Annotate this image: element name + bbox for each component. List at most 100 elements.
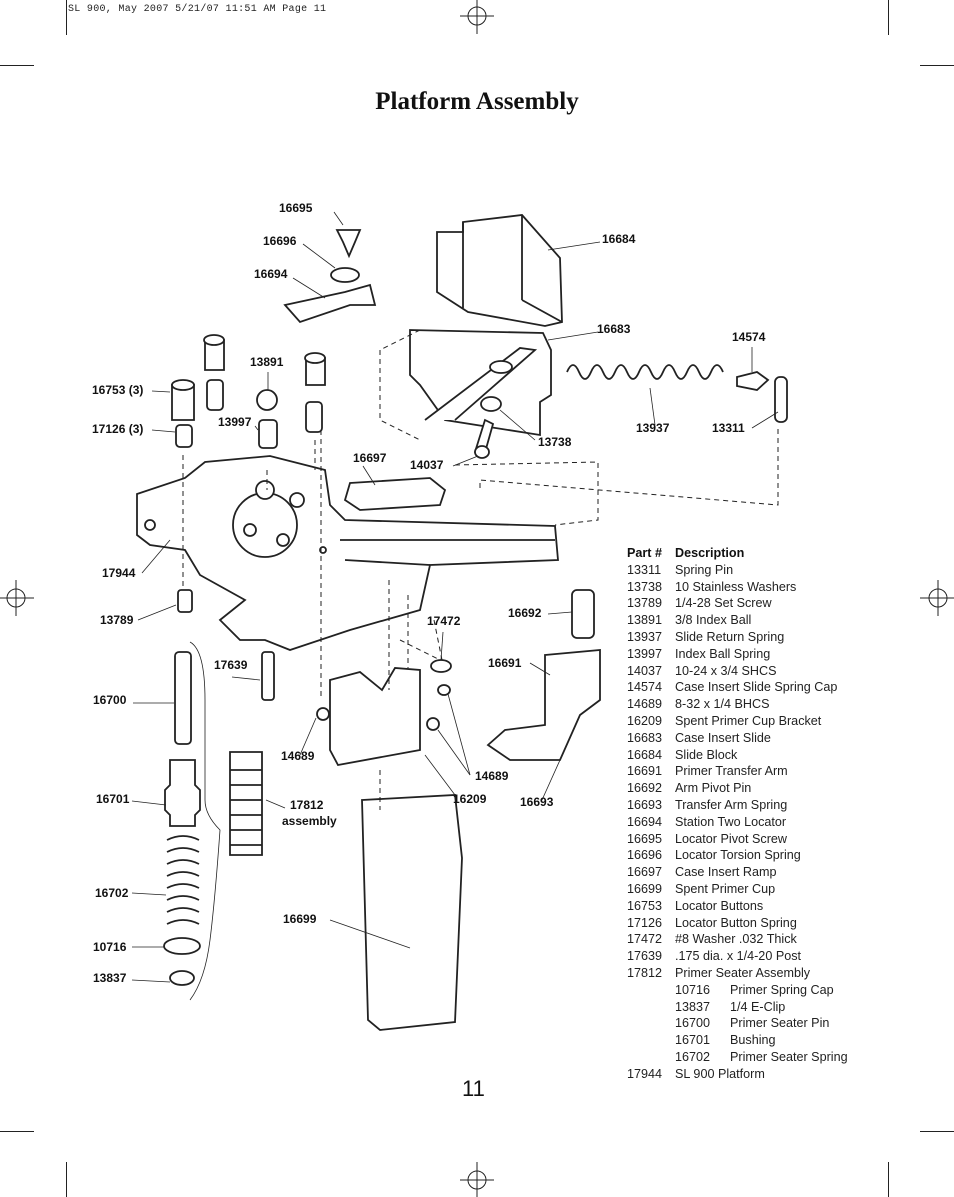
- callout-16695: 16695: [279, 201, 313, 215]
- part-number: 16753: [627, 898, 663, 913]
- parts-list-subrow: 16702 Primer Seater Spring: [627, 1049, 848, 1066]
- part-number: 16693: [627, 797, 663, 812]
- part-number: 14574: [627, 680, 663, 695]
- part-number: 13789: [627, 596, 663, 611]
- part-number: 10716: [675, 982, 711, 997]
- page-title: Platform Assembly: [375, 88, 579, 115]
- callout-17812-assembly: assembly: [282, 814, 337, 828]
- part-description: Station Two Locator: [675, 814, 787, 829]
- slug-line: SL 900, May 2007 5/21/07 11:51 AM Page 1…: [68, 4, 327, 15]
- part-number: 17639: [627, 949, 663, 964]
- parts-list-row: 16697 Case Insert Ramp: [627, 864, 848, 881]
- part-number: 17944: [627, 1066, 663, 1081]
- callout-13937: 13937: [636, 421, 670, 435]
- part-description: Spent Primer Cup: [675, 881, 776, 896]
- part-description: 10 Stainless Washers: [675, 579, 797, 594]
- callout-17472: 17472: [427, 614, 461, 628]
- part-description: Slide Block: [675, 747, 738, 762]
- callout-16691: 16691: [488, 656, 522, 670]
- part-number: 16692: [627, 781, 663, 796]
- page-number: 11: [462, 1076, 485, 1101]
- parts-list-row: 16683 Case Insert Slide: [627, 730, 848, 747]
- callout-16702: 16702: [95, 886, 129, 900]
- callout-13837: 13837: [93, 971, 127, 985]
- crop-mark: [888, 1162, 889, 1197]
- crop-mark: [888, 0, 889, 35]
- part-number: 13738: [627, 579, 663, 594]
- callout-16697: 16697: [353, 451, 387, 465]
- crop-mark: [920, 1131, 954, 1132]
- callout-13997: 13997: [218, 415, 252, 429]
- part-description: Locator Buttons: [675, 898, 764, 913]
- callout-13738: 13738: [538, 435, 572, 449]
- crop-mark: [66, 1162, 67, 1197]
- callout-16209: 16209: [453, 792, 487, 806]
- callout-16692: 16692: [508, 606, 542, 620]
- part-number: 16702: [675, 1049, 711, 1064]
- part-description: Case Insert Slide: [675, 730, 771, 745]
- part-description: #8 Washer .032 Thick: [675, 932, 797, 947]
- callout-16699: 16699: [283, 912, 317, 926]
- part-description: Spent Primer Cup Bracket: [675, 713, 822, 728]
- part-description: Primer Seater Pin: [730, 1016, 830, 1031]
- part-number: 16683: [627, 730, 663, 745]
- callout-14689-right: 14689: [475, 769, 509, 783]
- parts-list-header: Part #Description: [627, 545, 848, 562]
- part-number: 17812: [627, 965, 663, 980]
- crop-mark: [0, 1131, 34, 1132]
- part-description: Locator Button Spring: [675, 915, 797, 930]
- callout-16694: 16694: [254, 267, 288, 281]
- part-description: Case Insert Ramp: [675, 865, 777, 880]
- parts-list-row: 16753 Locator Buttons: [627, 898, 848, 915]
- callout-17126: 17126 (3): [92, 422, 144, 436]
- part-number: 16691: [627, 764, 663, 779]
- callout-13311: 13311: [712, 421, 745, 435]
- part-number: 16695: [627, 831, 663, 846]
- parts-list-subrow: 10716 Primer Spring Cap: [627, 982, 848, 999]
- callout-17812: 17812: [290, 798, 324, 812]
- part-number: 16699: [627, 881, 663, 896]
- parts-list-row: 13738 10 Stainless Washers: [627, 579, 848, 596]
- parts-list-row: 14574 Case Insert Slide Spring Cap: [627, 679, 848, 696]
- callout-16684: 16684: [602, 232, 636, 246]
- callout-14574: 14574: [732, 330, 766, 344]
- part-number: 16696: [627, 848, 663, 863]
- part-number: 17472: [627, 932, 663, 947]
- crop-mark: [66, 0, 67, 35]
- part-number: 16697: [627, 865, 663, 880]
- part-number: 13997: [627, 646, 663, 661]
- part-number: 14689: [627, 697, 663, 712]
- parts-list-row: 17472 #8 Washer .032 Thick: [627, 931, 848, 948]
- parts-list-subrow: 16700 Primer Seater Pin: [627, 1015, 848, 1032]
- callout-16696: 16696: [263, 234, 297, 248]
- part-number: 16700: [675, 1016, 711, 1031]
- parts-list-row: 16694 Station Two Locator: [627, 814, 848, 831]
- part-description: Spring Pin: [675, 562, 734, 577]
- callout-10716: 10716: [93, 940, 127, 954]
- parts-list-row: 17639.175 dia. x 1/4-20 Post: [627, 948, 848, 965]
- part-description: Slide Return Spring: [675, 629, 785, 644]
- callout-13789: 13789: [100, 613, 134, 627]
- part-description: Case Insert Slide Spring Cap: [675, 680, 838, 695]
- part-description: Primer Spring Cap: [730, 982, 834, 997]
- crop-mark: [0, 65, 34, 66]
- part-description: Primer Seater Spring: [730, 1049, 848, 1064]
- part-number: 13837: [675, 999, 711, 1014]
- part-number: 16684: [627, 747, 663, 762]
- callout-16683: 16683: [597, 322, 631, 336]
- part-number: 16694: [627, 814, 663, 829]
- callout-14037: 14037: [410, 458, 444, 472]
